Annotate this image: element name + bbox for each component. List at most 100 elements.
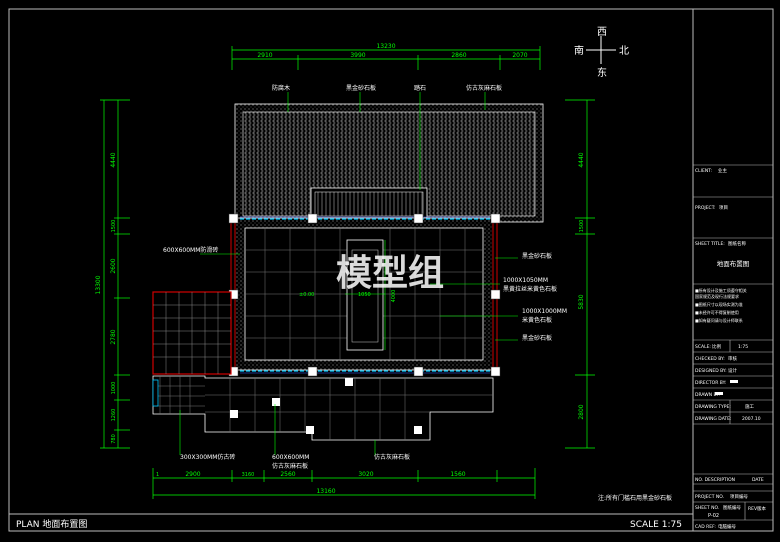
tb-sheet-no-num: P-02 — [708, 513, 719, 519]
tb-scale-lbl: SCALE: — [695, 344, 711, 350]
tb-checked-val: 审核 — [728, 355, 737, 362]
tb-checked: CHECKED BY: — [695, 356, 725, 362]
label-black-granite-top: 黑金砂石板 — [346, 84, 376, 92]
dim-bottom-3: 2560 — [280, 471, 295, 478]
compass-west: 西 — [597, 27, 607, 38]
tb-drawing-date-val: 2007.10 — [742, 416, 761, 422]
label-antique-stone-top: 仿古灰麻石板 — [466, 84, 502, 92]
label-tile-600b: 600X600MM — [272, 454, 309, 461]
tb-designed: DESIGNED BY: — [695, 368, 727, 374]
dim-bottom-5: 1560 — [450, 471, 465, 478]
label-antique-stone-bottom: 仿古灰麻石板 — [374, 453, 410, 461]
bottom-scale: SCALE 1:75 — [630, 520, 682, 530]
tb-sheet-no: SHEET NO. — [695, 505, 719, 511]
dim-right-4: 2800 — [578, 404, 585, 419]
right-dimensions — [565, 99, 595, 449]
dim-left-3: 2600 — [110, 258, 117, 273]
tb-cad-ref-val: 电脑编号 — [718, 523, 736, 530]
dim-top-1: 2910 — [257, 52, 272, 59]
dim-left-5: 1000 — [111, 382, 117, 395]
label-tile-1000x1050: 1000X1050MM — [503, 277, 548, 284]
dim-right-2: 1500 — [579, 220, 585, 233]
tb-sheet-title: SHEET TITLE: — [695, 241, 725, 247]
dim-left-7: 780 — [111, 434, 117, 444]
dim-left-2: 1500 — [111, 220, 117, 233]
tb-sheet-no-val: 图纸编号 — [723, 504, 741, 511]
label-tile-1000x1000: 1000X1000MM — [522, 308, 567, 315]
dim-left-total: 13300 — [95, 275, 102, 294]
tb-description-val: DATE — [752, 477, 764, 483]
tb-drawing-date: DRAWING DATE: — [695, 416, 732, 422]
south-terrace — [152, 375, 494, 441]
tb-client: CLIENT: — [695, 168, 712, 174]
tb-sheet-title-val: 图纸名称 — [728, 240, 746, 247]
inner-dims — [345, 240, 386, 350]
tb-director-fill — [730, 380, 738, 383]
dim-top-3: 2860 — [451, 52, 466, 59]
dim-bottom-total: 13160 — [316, 488, 335, 495]
tb-sheet-title-main: 地面布置图 — [717, 259, 750, 268]
stepping-stones — [230, 378, 422, 434]
tb-cad-ref: CAD REF: — [695, 524, 716, 530]
plan-label: PLAN 地面布置图 — [16, 518, 87, 530]
dim-left-4: 2780 — [110, 329, 117, 344]
label-tile-600: 600X600MM防滑砖 — [163, 246, 218, 254]
tb-director: DIRECTOR BY: — [695, 380, 726, 386]
compass-east: 东 — [597, 66, 607, 79]
central-stone-area — [234, 217, 494, 371]
label-black-granite-r1: 黑金砂石板 — [522, 252, 552, 260]
tb-drawing-type-val: 施工 — [745, 403, 754, 410]
tb-project-no: PROJECT NO. — [695, 494, 724, 500]
wood-deck — [234, 103, 544, 223]
compass: 西 南 北 东 — [574, 27, 629, 79]
columns — [228, 213, 501, 377]
tb-note-5: ■如有疑问请与设计师联系 — [695, 317, 743, 323]
tb-note-3: ■图纸尺寸以现场实测为准 — [695, 301, 743, 307]
compass-north: 北 — [619, 45, 629, 57]
title-block-lines — [693, 164, 773, 521]
west-room — [152, 291, 232, 375]
dim-left-6: 1260 — [111, 409, 117, 422]
top-dimensions — [231, 46, 541, 70]
dim-top-2: 3990 — [350, 52, 365, 59]
label-tile-300: 300X300MM仿古砖 — [180, 453, 235, 461]
compass-south: 南 — [574, 44, 584, 57]
label-tile-1000x1050-b: 黑黄拉丝米黄色石板 — [503, 285, 557, 293]
leader-lines — [179, 92, 518, 456]
bottom-dimensions — [152, 468, 536, 499]
watermark: 模型组 — [336, 253, 444, 294]
dim-left-1: 4440 — [110, 152, 117, 167]
level-mark: ±0.00 — [299, 292, 314, 298]
title-block: CLIENT: 业主 PROJECT: 项目 SHEET TITLE: 图纸名称… — [695, 167, 767, 530]
tb-client-val: 业主 — [718, 167, 727, 174]
label-anti-corrosion-wood: 防腐木 — [272, 84, 290, 92]
inner-dim-width: 1050 — [358, 292, 371, 298]
dim-top-total: 13230 — [376, 43, 395, 50]
tb-drawn: DRAWN BY: — [695, 392, 720, 398]
left-dimensions — [100, 99, 130, 449]
tb-note-1: ■所有设计及施工须遵守相关 — [695, 287, 747, 293]
label-step: 踏石 — [414, 84, 426, 92]
dim-right-1: 4440 — [578, 152, 585, 167]
tb-note-4: ■未经许可不得复制使用 — [695, 309, 739, 315]
dim-right-3: 5830 — [578, 294, 585, 309]
tb-drawing-type: DRAWING TYPE: — [695, 404, 731, 410]
dim-bottom-2: 3160 — [242, 472, 255, 478]
tb-scale-num: 1:75 — [738, 344, 748, 350]
tb-description: NO. DESCRIPTION — [695, 477, 735, 483]
tb-designed-val: 设计 — [728, 367, 737, 374]
inner-dim-height: 4000 — [391, 290, 397, 303]
tb-project-val: 项目 — [719, 205, 728, 211]
general-note: 注:所有门槛石用黑金砂石板 — [598, 494, 672, 502]
title-block-frame — [692, 8, 774, 532]
dim-bottom-1: 2900 — [185, 471, 200, 478]
dim-bottom-4: 3020 — [358, 471, 373, 478]
tb-project: PROJECT: — [695, 205, 715, 211]
tb-drawn-fill — [715, 392, 723, 395]
label-black-granite-r2: 黑金砂石板 — [522, 334, 552, 342]
dim-top-4: 2070 — [512, 52, 527, 59]
label-tile-600b-b: 仿古灰麻石板 — [272, 462, 308, 470]
tb-project-no-val: 项目编号 — [730, 493, 748, 500]
label-tile-1000x1000-b: 米黄色石板 — [522, 316, 552, 324]
tb-rev: REV版本 — [748, 505, 767, 512]
